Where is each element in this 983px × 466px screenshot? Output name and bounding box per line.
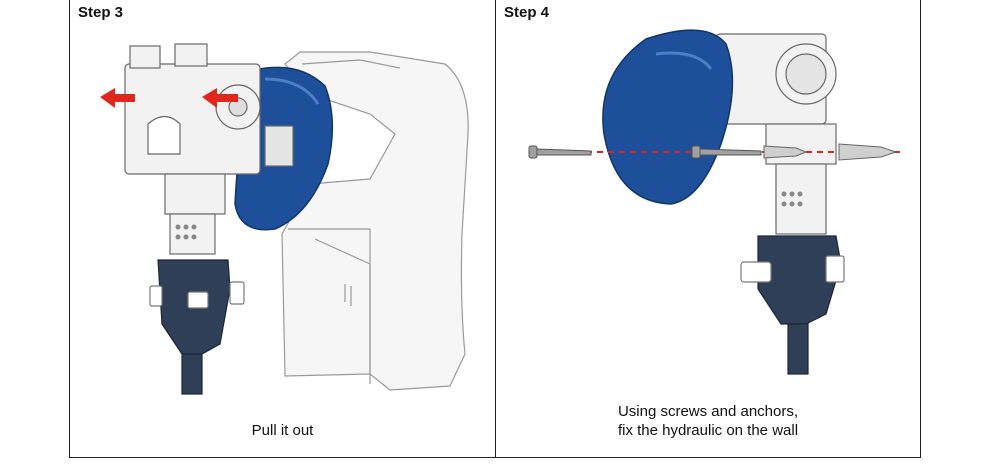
lower-fitting (149, 259, 245, 395)
step-3-caption-line-1: Pull it out (251, 422, 314, 439)
step-4-caption-line-1: Using screws and anchors, (617, 403, 799, 420)
blue-cover (602, 29, 734, 205)
step-4-caption: Using screws and anchors, fix the hydrau… (496, 402, 920, 440)
step-3-caption: Pull it out (70, 421, 495, 440)
pull-arrows (100, 88, 238, 108)
step-3-illustration (100, 43, 469, 395)
lower-fitting (740, 235, 845, 375)
valve-body (715, 33, 837, 235)
screw-left (528, 145, 592, 159)
back-housing (281, 51, 469, 391)
step-4-caption-line-2: fix the hydraulic on the wall (617, 422, 799, 439)
step-4-cell: Step 4 (496, 0, 920, 457)
wall-anchor-2 (838, 143, 898, 161)
wall-anchor-1 (763, 145, 808, 159)
step-3-title: Step 3 (78, 4, 124, 21)
valve-body (124, 43, 294, 255)
screw-right (691, 145, 762, 159)
instruction-table: Step 3 (69, 0, 921, 458)
step-3-cell: Step 3 (70, 0, 495, 457)
step-4-illustration (528, 29, 901, 375)
column-divider (495, 0, 496, 457)
step-4-title: Step 4 (504, 4, 550, 21)
